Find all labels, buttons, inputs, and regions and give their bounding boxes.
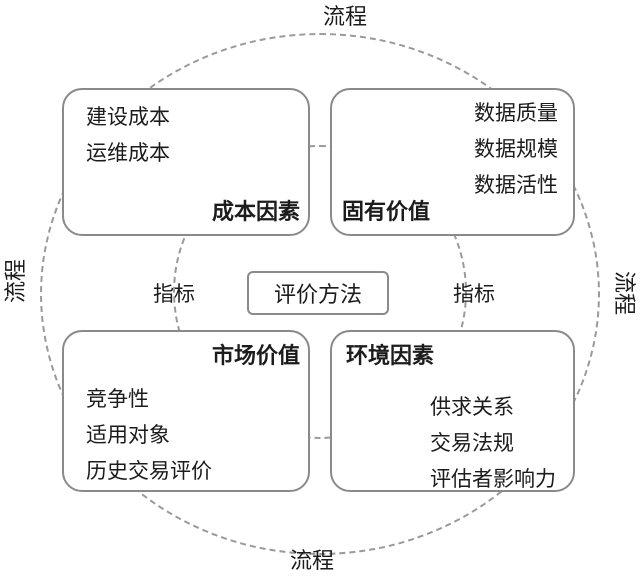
factor-item: 数据质量 (474, 102, 558, 125)
factor-item: 适用对象 (86, 424, 170, 447)
process-label-left: 流程 (3, 259, 28, 304)
indicator-label-right: 指标 (453, 283, 495, 306)
process-label-bottom: 流程 (289, 548, 334, 573)
process-label-right: 流程 (612, 270, 637, 315)
factor-item: 数据规模 (474, 138, 558, 161)
factor-item: 竞争性 (86, 388, 149, 411)
quadrant-title-intrinsic-value: 固有价值 (342, 199, 431, 224)
intrinsic-value-items: 数据质量 数据规模 数据活性 (474, 96, 558, 204)
factor-item: 历史交易评价 (86, 460, 212, 483)
indicator-label-left: 指标 (153, 283, 195, 306)
cost-factor-items: 建设成本 运维成本 (86, 100, 170, 172)
factor-item: 运维成本 (86, 142, 170, 165)
inner-dashed-circle (173, 145, 467, 439)
center-evaluation-method-box: 评价方法 (247, 271, 389, 315)
factor-item: 供求关系 (430, 396, 514, 419)
environmental-factor-items: 供求关系 交易法规 评估者影响力 (430, 390, 556, 498)
quadrant-title-market-value: 市场价值 (211, 343, 300, 368)
factor-item: 评估者影响力 (430, 468, 556, 491)
quadrant-box-environmental-factors: 环境因素 供求关系 交易法规 评估者影响力 (330, 330, 575, 492)
quadrant-box-intrinsic-value: 数据质量 数据规模 数据活性 固有价值 (330, 88, 575, 236)
factor-item: 数据活性 (474, 174, 558, 197)
quadrant-box-market-value: 市场价值 竞争性 适用对象 历史交易评价 (62, 330, 310, 492)
process-label-top: 流程 (322, 4, 367, 29)
quadrant-box-cost-factors: 建设成本 运维成本 成本因素 (62, 88, 310, 236)
factor-item: 交易法规 (430, 432, 514, 455)
market-value-items: 竞争性 适用对象 历史交易评价 (86, 382, 212, 490)
quadrant-title-environmental-factors: 环境因素 (346, 343, 435, 368)
outer-dashed-circle (40, 33, 600, 555)
factor-item: 建设成本 (86, 106, 170, 129)
quadrant-title-cost-factors: 成本因素 (211, 199, 300, 224)
